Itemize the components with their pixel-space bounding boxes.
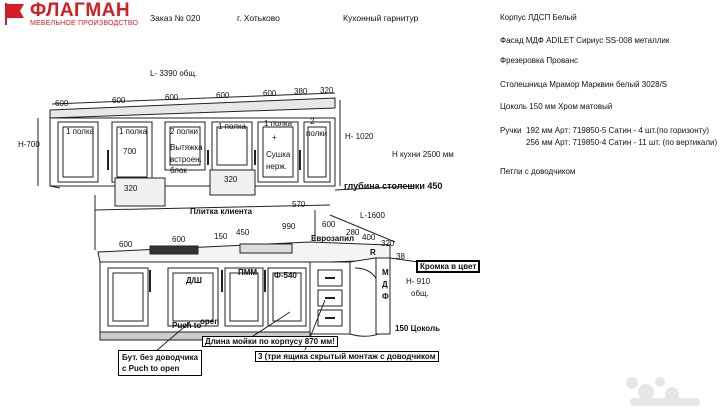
upper-label-5d: нерж.	[266, 162, 287, 171]
spec-handles-1: 192 мм Арт: 719850-5 Сатин - 4 шт.(по го…	[526, 126, 710, 135]
upper-label-5b: +	[272, 133, 277, 142]
sink	[239, 243, 293, 254]
dim-upper-3: 600	[165, 93, 179, 102]
upper-front-1	[57, 121, 99, 183]
upper-front-5	[257, 121, 299, 183]
upper-label-5c: Сушка	[266, 150, 291, 159]
dim-lower-1: 600	[119, 240, 133, 249]
dim-upper-5: 600	[263, 89, 277, 98]
dim-h910-total: общ.	[411, 289, 429, 298]
tile-label: Плитка клиента	[190, 207, 253, 216]
dim-lower-2: 600	[172, 235, 186, 244]
spec-countertop: Столешница Мрамор Марквин белый 3028/S	[500, 80, 668, 89]
upper-top-panel	[49, 97, 336, 119]
dim-320-right: 320	[381, 239, 395, 248]
bottle-holder-line-2: с Puch to open	[122, 364, 180, 373]
countertop-depth: глубина столешки 450	[344, 181, 443, 191]
upper-label-4: 1 полка	[218, 122, 247, 131]
spec-plinth: Цоколь 150 мм Хром матовый	[500, 102, 613, 111]
dim-l1600: L-1600	[360, 211, 385, 220]
dim-total-length: L- 3390 общ.	[150, 69, 198, 78]
pmm-label: ПММ	[238, 268, 258, 277]
lower-cabinets-block	[99, 261, 311, 333]
push-to-label: Puch to	[172, 321, 202, 330]
dim-570: 570	[292, 200, 306, 209]
edge-color-note: Кромка в цвет	[416, 260, 481, 273]
spec-handles-2: 256 мм Арт: 719850-4 Сатин - 11 шт. (по …	[526, 138, 718, 147]
upper-front-6	[303, 121, 331, 183]
plinth-150-label: 150 Цоколь	[395, 324, 440, 333]
dim-lower-3: 150	[214, 232, 228, 241]
sink-length-note: Длина мойки по корпусу 870 мм!	[202, 336, 338, 347]
upper-label-3b: Вытяжка	[170, 143, 203, 152]
eurozapil-label: Еврозапил	[311, 234, 355, 243]
bottle-holder-note: Бут. без доводчика с Puch to open	[118, 350, 203, 376]
dim-h1020: Н- 1020	[345, 132, 374, 141]
drawers-note: 3 (три ящика скрытый монтаж с доводчиком	[255, 351, 439, 362]
bottle-holder-line-1: Бут. без доводчика	[122, 353, 199, 362]
upper-label-3c: встроен.	[170, 155, 202, 164]
upper-front-3	[164, 121, 206, 171]
order-number: Заказ № 020	[150, 13, 201, 23]
spec-handles-label: Ручки	[500, 126, 522, 135]
f540-front	[267, 267, 307, 327]
dim-h700: Н-700	[18, 140, 40, 149]
dim-upper-2: 600	[112, 96, 126, 105]
upper-label-2b: 700	[123, 147, 137, 156]
upper-label-5a: 1 полка	[264, 119, 293, 128]
pmm-front	[224, 267, 264, 327]
upper-label-2: 1 полка	[119, 127, 148, 136]
dim-280: 280	[346, 228, 360, 237]
mdf-letter-f: Ф	[382, 292, 389, 301]
small-open-shelf-2	[209, 169, 256, 196]
city: г. Хотьково	[237, 13, 280, 23]
dishwasher-front	[167, 267, 219, 327]
dim-upper-1: 600	[55, 99, 69, 108]
radius-label: R	[370, 248, 376, 257]
watermark-icon	[626, 377, 700, 406]
mdf-side-panel	[375, 257, 391, 335]
mdf-letter-m: М	[382, 268, 389, 277]
brand-subtitle: МЕБЕЛЬНОЕ ПРОИЗВОДСТВО	[30, 20, 139, 27]
dim-38: 38	[396, 252, 405, 261]
dim-upper-7: 320	[320, 86, 334, 95]
dim-h910: Н- 910	[406, 277, 431, 286]
f540-label: Ф-540	[274, 271, 297, 280]
open-label: open	[200, 317, 220, 326]
dim-400: 400	[362, 233, 376, 242]
dim-upper-6: 380	[294, 87, 308, 96]
dim-600-side: 600	[322, 220, 336, 229]
spec-milling: Фрезеровка Прованс	[500, 56, 579, 65]
kitchen-height: Н кухни 2500 мм	[392, 150, 454, 159]
upper-label-6a: 2	[310, 117, 315, 126]
upper-label-6b: полки	[306, 129, 328, 138]
spec-corpus: Корпус ЛДСП Белый	[500, 13, 577, 22]
upper-label-1: 1 полка	[66, 127, 95, 136]
hob	[149, 245, 199, 255]
dim-shelf-320-a: 320	[124, 184, 138, 193]
dishwasher-label: Д/Ш	[186, 276, 202, 285]
spec-facade: Фасад МДФ ADILET Сириус SS-008 металлик	[500, 36, 670, 45]
spec-hinges: Петли с доводчиком	[500, 167, 576, 176]
dim-lower-5: 990	[282, 222, 296, 231]
mdf-letter-d: Д	[382, 280, 388, 289]
dim-upper-4: 600	[216, 91, 230, 100]
small-open-shelf-1	[114, 177, 166, 207]
brand-logo: ФЛАГМАН	[30, 0, 131, 21]
upper-label-3a: 2 полки	[170, 127, 198, 136]
upper-label-3d: блок	[170, 166, 187, 175]
dim-lower-4: 450	[236, 228, 250, 237]
dim-shelf-320-b: 320	[224, 175, 238, 184]
product-name: Кухонный гарнитур	[343, 13, 419, 23]
